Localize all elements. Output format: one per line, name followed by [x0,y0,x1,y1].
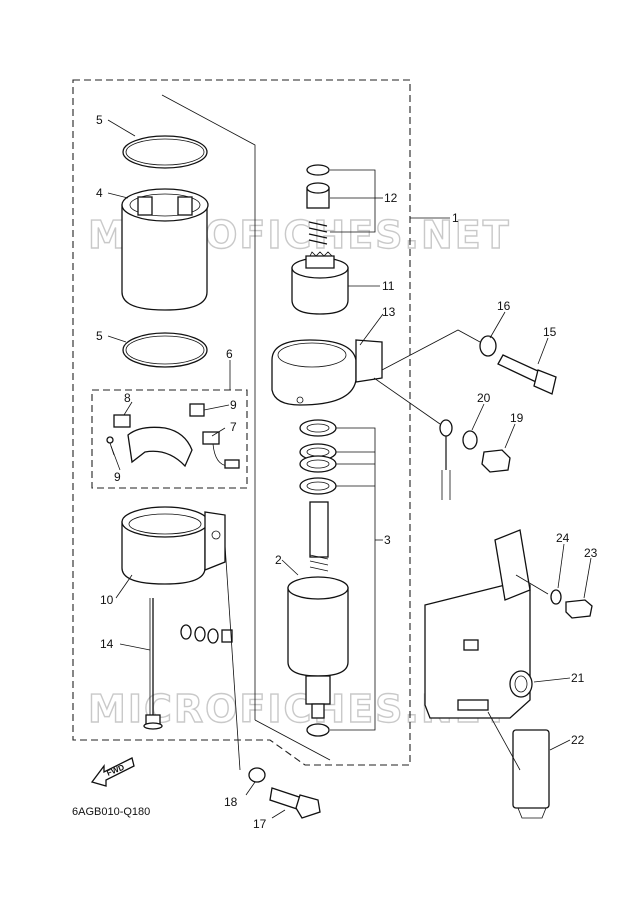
armature [287,501,349,719]
yoke-cylinder [121,188,209,311]
nut-washer-set [180,624,233,644]
callout-1: 1 [452,211,459,225]
subassembly-6-boundary [91,389,248,489]
callout-23: 23 [584,546,598,560]
brush-spring-9-top [189,403,205,417]
spring-9-bottom [106,436,114,444]
callout-9-bottom: 9 [114,470,121,484]
bolt-23 [565,599,593,619]
callout-8: 8 [124,391,131,405]
brush-8 [113,414,131,428]
callout-15: 15 [543,325,557,339]
callout-21: 21 [571,671,585,685]
axis-line [161,94,256,720]
brush-holder-assembly [106,403,240,469]
cover-link-line [487,711,521,771]
washer-18-link-line [224,544,241,771]
callout-22: 22 [571,733,585,747]
callout-2: 2 [275,553,282,567]
callout-10: 10 [100,593,114,607]
callout-17: 17 [253,817,267,831]
callout-4: 4 [96,186,103,200]
callout-14: 14 [100,637,114,651]
bracket-housing [121,506,226,585]
bolt-23-link-line [515,574,549,595]
o-ring-bottom-inner [125,335,205,365]
pinion-gear [291,251,349,315]
callout-11: 11 [382,279,395,293]
callout-5-bottom: 5 [96,329,103,343]
washer-20 [462,430,478,450]
o-ring-bottom [122,332,208,368]
bolt-17 [269,787,321,819]
stop-collar [306,182,330,209]
washer-24 [550,589,562,605]
o-ring-top-inner [125,138,205,166]
washer-stack [299,419,337,737]
bolt-15 [497,354,557,395]
lead-link-line [373,377,441,425]
o-ring-top [122,135,208,169]
small-o-ring [306,164,330,176]
callout-6: 6 [226,347,233,361]
callout-18: 18 [224,795,238,809]
callout-16: 16 [497,299,511,313]
assembly-boundary [72,79,411,766]
washer-18 [248,767,266,783]
callout-12-bracket [330,169,376,233]
brush-7 [202,431,220,445]
callout-24: 24 [556,531,570,545]
return-spring [308,221,328,245]
callout-5-top: 5 [96,113,103,127]
callout-7: 7 [230,420,237,434]
callout-12: 12 [384,191,398,205]
lead-wire [439,419,453,500]
washer-16 [479,335,497,357]
through-bolt [143,598,163,730]
leader-lines [107,119,592,819]
axis-line-bottom [254,719,331,761]
mounting-bracket [424,529,533,719]
callout-20: 20 [477,391,491,405]
callout-13: 13 [382,305,396,319]
callout-labels: 5 4 5 6 8 9 7 9 10 14 12 1 11 13 16 15 2… [96,113,598,831]
clamp-bracket [271,339,383,406]
callout-3: 3 [384,533,391,547]
fwd-arrow-icon: FWD [90,757,135,787]
clamp-link-line [381,329,481,371]
callout-3-bracket [330,427,376,731]
drawing-code: 6AGB010-Q180 [72,806,150,818]
bolt-19 [481,449,511,473]
callout-19: 19 [510,411,524,425]
cover-plate [512,729,550,819]
callout-9-top: 9 [230,398,237,412]
